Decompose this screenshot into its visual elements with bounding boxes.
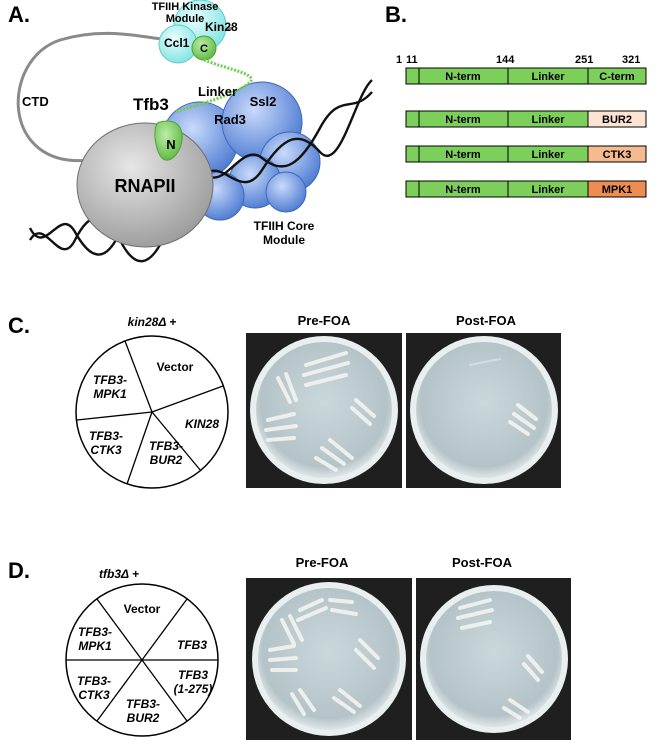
sector-bur2-l2: BUR2 bbox=[127, 711, 160, 725]
ctd-label: CTD bbox=[22, 94, 49, 109]
linker-helix bbox=[174, 58, 253, 114]
tfb3-label: Tfb3 bbox=[133, 95, 169, 114]
sector-ctk3-l1: TFB3- bbox=[77, 674, 111, 688]
panel-b: B. 1 11 144 251 321 N-term Linker C-term… bbox=[385, 2, 647, 198]
panel-letter-b: B. bbox=[385, 2, 407, 27]
pre-foa-label-c: Pre-FOA bbox=[298, 313, 351, 328]
segment-cterm: C-term bbox=[599, 71, 635, 83]
panel-letter-a: A. bbox=[8, 2, 30, 27]
segment-ctk3: CTK3 bbox=[603, 149, 632, 161]
sector-trunc-l1: TFB3 bbox=[178, 668, 208, 682]
n-domain-shape bbox=[154, 120, 183, 161]
core-module-label-1: TFIIH Core bbox=[254, 219, 315, 233]
sector-mpk1-l2: MPK1 bbox=[93, 387, 127, 401]
ccl1-label: Ccl1 bbox=[164, 36, 190, 50]
plate-photo-pre-c bbox=[246, 333, 402, 488]
position-144: 144 bbox=[496, 54, 515, 66]
sector-ctk3-l2: CTK3 bbox=[90, 443, 122, 457]
sector-ctk3-l2: CTK3 bbox=[78, 688, 110, 702]
construct-2: N-term Linker BUR2 bbox=[405, 110, 647, 128]
kinase-module-label-1: TFIIH Kinase bbox=[152, 1, 219, 13]
panel-letter-d: D. bbox=[8, 558, 30, 583]
kinase-module-label-2: Module bbox=[166, 13, 205, 25]
plate-photo-pre-d bbox=[246, 578, 412, 740]
position-251: 251 bbox=[575, 54, 593, 66]
construct-4: N-term Linker MPK1 bbox=[405, 180, 647, 198]
construct-3: N-term Linker CTK3 bbox=[405, 145, 647, 163]
panel-letter-c: C. bbox=[8, 313, 30, 338]
segment-nterm: N-term bbox=[445, 71, 481, 83]
segment-nterm: N-term bbox=[445, 114, 481, 126]
rad3-label: Rad3 bbox=[214, 112, 246, 127]
linker-label: Linker bbox=[198, 84, 237, 99]
segment-linker: Linker bbox=[531, 114, 565, 126]
core-module-label-2: Module bbox=[263, 233, 305, 247]
ssl2-label: Ssl2 bbox=[250, 94, 277, 109]
position-1: 1 bbox=[396, 54, 402, 66]
sector-vector: Vector bbox=[157, 360, 194, 374]
sector-kin28: KIN28 bbox=[185, 417, 219, 431]
sector-ctk3-l1: TFB3- bbox=[89, 429, 123, 443]
sector-mpk1-l2: MPK1 bbox=[78, 639, 112, 653]
sector-bur2-l1: TFB3- bbox=[149, 439, 183, 453]
panel-a: A. CTD RNAPII Rad3 Ssl2 TFIIH bbox=[8, 0, 373, 263]
c-domain-label: C bbox=[200, 43, 208, 55]
plate-photo-post-c bbox=[406, 333, 561, 488]
plate-key-d: Vector TFB3 TFB3 (1-275) TFB3- BUR2 TFB3… bbox=[65, 583, 219, 737]
n-domain-label: N bbox=[166, 137, 175, 152]
rnapii-shape bbox=[76, 122, 214, 248]
plate-key-c: Vector KIN28 TFB3- BUR2 TFB3- CTK3 TFB3-… bbox=[75, 335, 229, 489]
panel-d: D. tfb3Δ + Vector TFB3 TFB3 (1-275) TFB3… bbox=[8, 555, 571, 740]
segment-nterm: N-term bbox=[445, 184, 481, 196]
sector-mpk1-l1: TFB3- bbox=[78, 625, 112, 639]
segment-linker: Linker bbox=[531, 71, 565, 83]
post-foa-label-d: Post-FOA bbox=[452, 555, 513, 570]
position-321: 321 bbox=[622, 54, 640, 66]
segment-linker: Linker bbox=[531, 184, 565, 196]
panel-c: C. kin28Δ + Vector KIN28 TFB3- BUR2 TFB3… bbox=[8, 313, 561, 489]
ctd-tail bbox=[16, 26, 233, 163]
sector-mpk1-l1: TFB3- bbox=[93, 373, 127, 387]
pre-foa-label-d: Pre-FOA bbox=[296, 555, 349, 570]
sector-tfb3: TFB3 bbox=[177, 638, 207, 652]
segment-bur2: BUR2 bbox=[602, 114, 632, 126]
strain-label-c: kin28Δ + bbox=[128, 315, 177, 329]
sector-bur2-l2: BUR2 bbox=[150, 453, 183, 467]
post-foa-label-c: Post-FOA bbox=[456, 313, 517, 328]
segment-linker: Linker bbox=[531, 149, 565, 161]
segment-nterm: N-term bbox=[445, 149, 481, 161]
sector-bur2-l1: TFB3- bbox=[126, 697, 160, 711]
strain-label-d: tfb3Δ + bbox=[99, 567, 139, 581]
plate-photo-post-d bbox=[416, 578, 571, 740]
construct-1: N-term Linker C-term bbox=[405, 67, 647, 85]
sector-trunc-l2: (1-275) bbox=[174, 682, 213, 696]
position-labels: 1 11 144 251 321 bbox=[396, 54, 640, 66]
kin28-label: Kin28 bbox=[205, 20, 238, 34]
rnapii-label: RNAPII bbox=[114, 176, 175, 196]
position-11: 11 bbox=[406, 54, 418, 66]
segment-mpk1: MPK1 bbox=[602, 184, 633, 196]
sector-vector: Vector bbox=[124, 602, 161, 616]
